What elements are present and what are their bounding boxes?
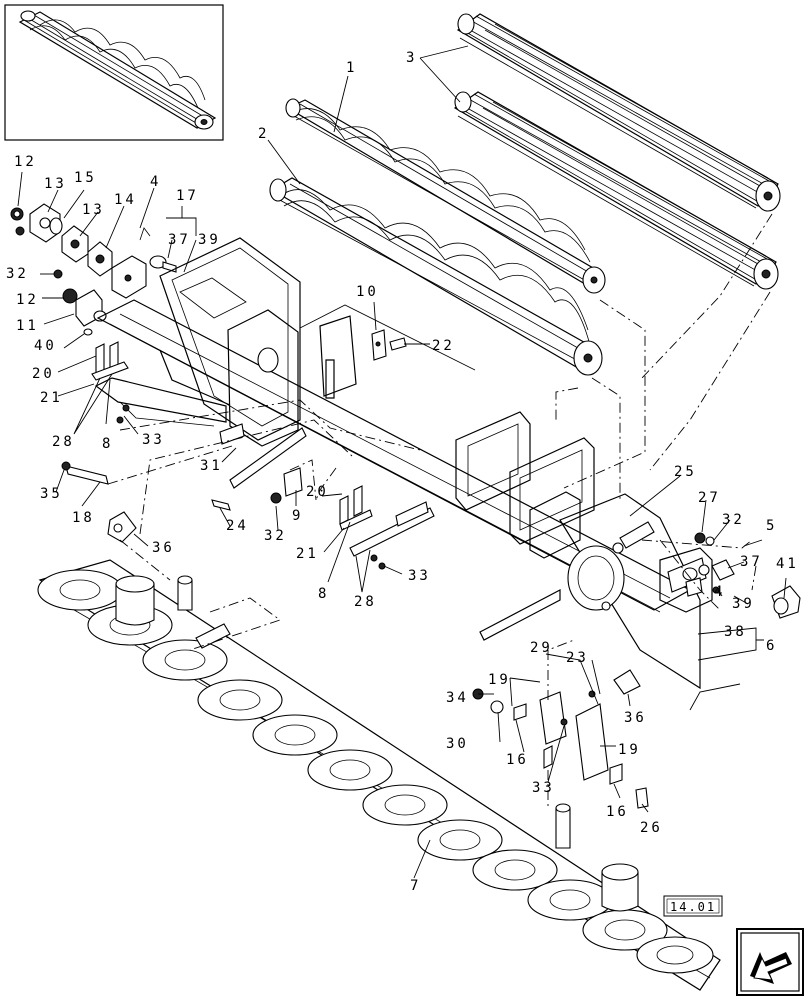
callout-4-left: 4 bbox=[150, 174, 161, 190]
leader-lines bbox=[17, 45, 787, 879]
callout-labels: 1 2 3 4 4 5 6 7 8 8 9 10 11 12 12 13 13 … bbox=[6, 50, 799, 894]
callout-32-right: 32 bbox=[722, 512, 745, 528]
callout-41: 41 bbox=[776, 556, 799, 572]
callout-27: 27 bbox=[698, 490, 721, 506]
callout-34: 34 bbox=[446, 690, 469, 706]
phantom-lines bbox=[107, 213, 773, 810]
callout-8-left: 8 bbox=[102, 436, 113, 452]
callout-7: 7 bbox=[410, 878, 421, 894]
callout-24: 24 bbox=[226, 518, 249, 534]
callout-21-left: 21 bbox=[40, 390, 63, 406]
cutter-discs bbox=[37, 569, 714, 974]
callout-23: 23 bbox=[566, 650, 589, 666]
callout-6: 6 bbox=[766, 638, 777, 654]
callout-33-center: 33 bbox=[408, 568, 431, 584]
inset-roller bbox=[18, 10, 217, 130]
callout-20-center: 20 bbox=[306, 484, 329, 500]
callout-19-right: 19 bbox=[618, 742, 641, 758]
callout-40: 40 bbox=[34, 338, 57, 354]
callout-10: 10 bbox=[356, 284, 379, 300]
roller-2 bbox=[269, 177, 603, 376]
callout-1: 1 bbox=[346, 60, 357, 76]
callout-16-left: 16 bbox=[506, 752, 529, 768]
callout-14: 14 bbox=[114, 192, 137, 208]
callout-13-top: 13 bbox=[44, 176, 67, 192]
hardware-right bbox=[472, 532, 801, 809]
callout-16-right: 16 bbox=[606, 804, 629, 820]
callout-18: 18 bbox=[72, 510, 95, 526]
callout-20-left: 20 bbox=[32, 366, 55, 382]
roller-3-lower bbox=[453, 91, 779, 290]
previous-page-button[interactable] bbox=[736, 928, 804, 996]
bracket-and-spring bbox=[111, 227, 177, 299]
callout-31: 31 bbox=[200, 458, 223, 474]
callout-32-left: 32 bbox=[6, 266, 29, 282]
callout-21-center: 21 bbox=[296, 546, 319, 562]
inset-view bbox=[4, 4, 224, 141]
previous-page-arrow-icon bbox=[740, 932, 800, 992]
main-frame bbox=[94, 237, 713, 690]
callout-37-left: 37 bbox=[168, 232, 191, 248]
bearing-stack-left bbox=[10, 203, 113, 336]
hardware-center bbox=[61, 329, 435, 570]
callout-25: 25 bbox=[674, 464, 697, 480]
roller-1 bbox=[285, 98, 606, 294]
callout-19-top: 19 bbox=[488, 672, 511, 688]
callout-38: 38 bbox=[724, 624, 747, 640]
callout-12-mid: 12 bbox=[16, 292, 39, 308]
page-reference: 14.01 bbox=[663, 895, 723, 917]
callout-8-center: 8 bbox=[318, 586, 329, 602]
callout-13-mid: 13 bbox=[82, 202, 105, 218]
callout-36-left: 36 bbox=[152, 540, 175, 556]
callout-32-center: 32 bbox=[264, 528, 287, 544]
page-reference-label: 14.01 bbox=[670, 900, 716, 914]
callout-28-left: 28 bbox=[52, 434, 75, 450]
callout-26: 26 bbox=[640, 820, 663, 836]
callout-12-top: 12 bbox=[14, 154, 37, 170]
drive-drums bbox=[115, 575, 639, 912]
callout-17: 17 bbox=[176, 188, 199, 204]
callout-22: 22 bbox=[432, 338, 455, 354]
callout-15: 15 bbox=[74, 170, 97, 186]
callout-39-left: 39 bbox=[198, 232, 221, 248]
callout-33-lower: 33 bbox=[532, 780, 555, 796]
callout-3: 3 bbox=[406, 50, 417, 66]
callout-4-right: 4 bbox=[714, 584, 725, 600]
callout-39-right: 39 bbox=[732, 596, 755, 612]
callout-11: 11 bbox=[16, 318, 39, 334]
cutter-bar bbox=[37, 559, 721, 991]
callout-33-left: 33 bbox=[142, 432, 165, 448]
callout-28-center: 28 bbox=[354, 594, 377, 610]
callout-35: 35 bbox=[40, 486, 63, 502]
callout-9: 9 bbox=[292, 508, 303, 524]
callout-37-right: 37 bbox=[740, 554, 763, 570]
callout-29: 29 bbox=[530, 640, 553, 656]
callout-30: 30 bbox=[446, 736, 469, 752]
callout-5: 5 bbox=[766, 518, 777, 534]
callout-36-right: 36 bbox=[624, 710, 647, 726]
callout-2: 2 bbox=[258, 126, 269, 142]
roller-3-upper bbox=[456, 13, 781, 212]
